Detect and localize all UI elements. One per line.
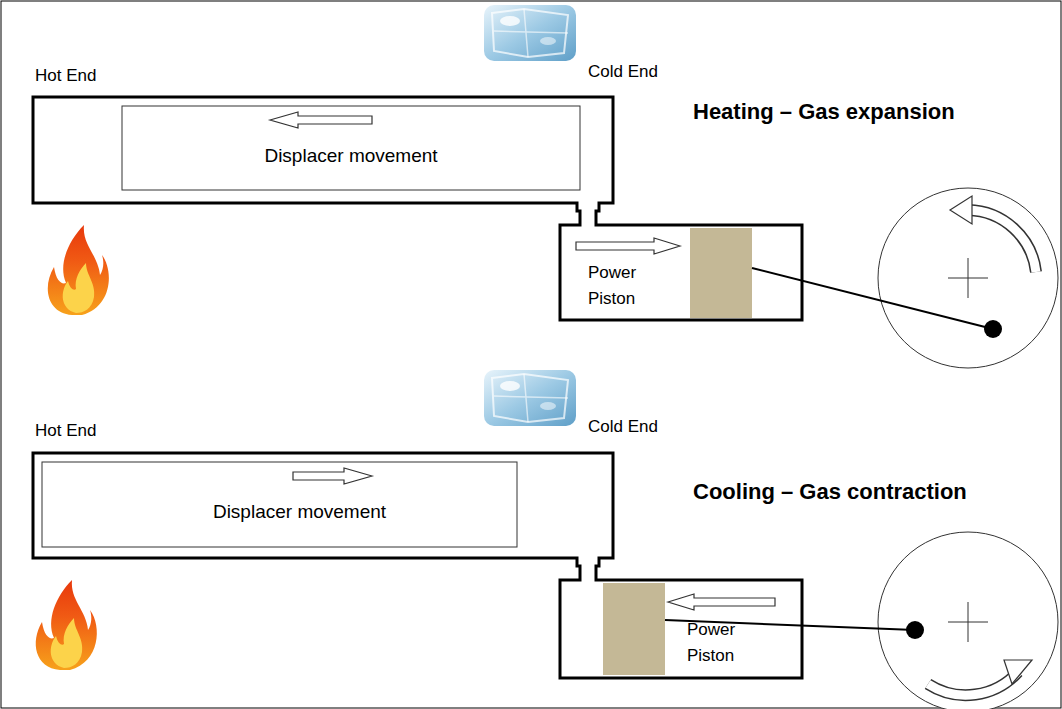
displacer-label: Displacer movement — [213, 500, 386, 525]
piston-label: Power Piston — [588, 260, 648, 311]
end-label: Hot End — [35, 421, 96, 441]
end-label: Cold End — [588, 417, 658, 437]
end-label: Hot End — [35, 66, 96, 86]
phase-title: Cooling – Gas contraction — [693, 479, 967, 505]
power-cylinder: Power Piston — [562, 250, 688, 316]
displacer-label: Displacer movement — [264, 144, 437, 169]
displacer-box: Displacer movement — [43, 463, 516, 546]
power-cylinder: Power Piston — [667, 605, 800, 675]
piston-label: Power Piston — [687, 617, 747, 668]
end-label: Cold End — [588, 62, 658, 82]
phase-title: Heating – Gas expansion — [693, 99, 955, 125]
displacer-box: Displacer movement — [123, 107, 579, 189]
